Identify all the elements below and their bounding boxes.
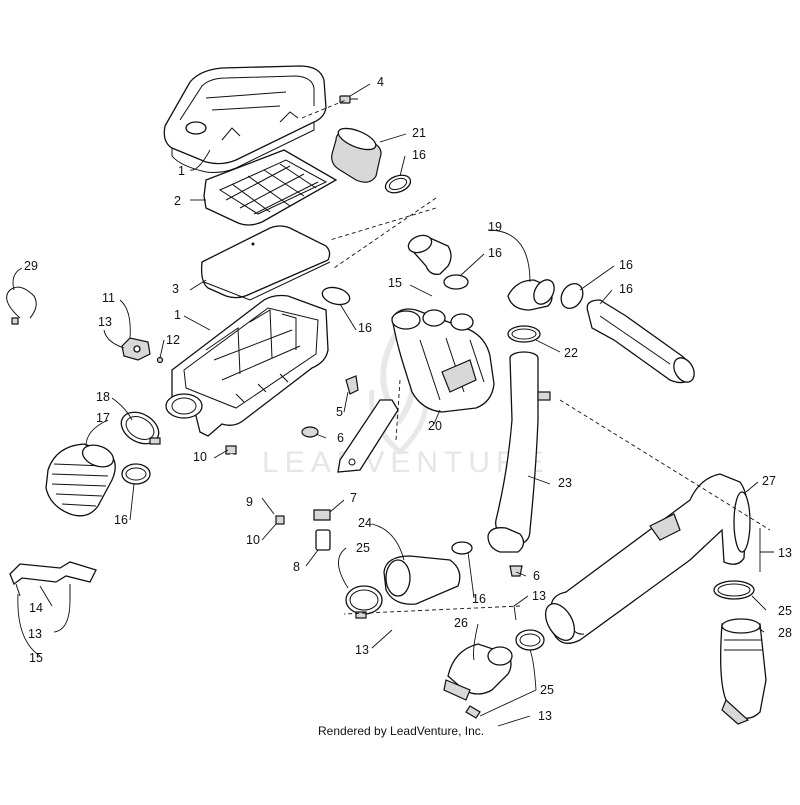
part-clamp-25c <box>515 629 545 651</box>
part-filter-element <box>200 225 331 301</box>
callout-labels: 1234211612911131219161516162216181710562… <box>24 75 792 723</box>
part-clamp-16c <box>443 274 469 290</box>
callout-label: 14 <box>29 601 43 615</box>
part-airbox-base <box>165 294 329 437</box>
callout-label: 27 <box>762 474 776 488</box>
leader-lines <box>12 83 774 727</box>
callout-label: 13 <box>98 315 112 329</box>
part-airbox-cover <box>163 65 327 173</box>
callout-label: 26 <box>454 616 468 630</box>
part-grommet-6b <box>509 565 523 577</box>
callout-label: 16 <box>412 148 426 162</box>
part-bracket-5 <box>345 375 359 395</box>
part-clamp-16d <box>560 283 584 309</box>
callout-label: 3 <box>172 282 179 296</box>
callout-label: 10 <box>246 533 260 547</box>
callout-label: 13 <box>28 627 42 641</box>
part-clamp-16b <box>121 463 151 485</box>
callout-label: 24 <box>358 516 372 530</box>
callout-label: 1 <box>178 164 185 178</box>
credit-text: Rendered by LeadVenture, Inc. <box>318 724 484 738</box>
callout-label: 21 <box>412 126 426 140</box>
part-funnel-24 <box>383 541 473 605</box>
callout-label: 7 <box>350 491 357 505</box>
callout-label: 6 <box>533 569 540 583</box>
callout-label: 16 <box>358 321 372 335</box>
callout-label: 17 <box>96 411 110 425</box>
callout-label: 10 <box>193 450 207 464</box>
part-clamp-16e <box>321 286 351 306</box>
part-drain-assembly <box>225 445 331 551</box>
callout-label: 13 <box>355 643 369 657</box>
part-breather-11 <box>121 337 164 364</box>
part-boot-17 <box>45 443 116 517</box>
callout-label: 16 <box>619 282 633 296</box>
callout-label: 15 <box>388 276 402 290</box>
part-bolt-13-lower <box>465 705 481 719</box>
part-manifold-20 <box>391 308 495 413</box>
part-elbow-19b <box>507 279 555 311</box>
part-duct-27 <box>544 473 751 644</box>
part-clamp-16a <box>384 174 412 194</box>
callout-label: 29 <box>24 259 38 273</box>
part-boot-26 <box>443 643 513 701</box>
part-filter-screen <box>203 149 338 226</box>
callout-label: 16 <box>619 258 633 272</box>
callout-label: 9 <box>246 495 253 509</box>
callout-label: 25 <box>540 683 554 697</box>
callout-label: 8 <box>293 560 300 574</box>
part-prefilter-21 <box>331 127 382 183</box>
part-clamp-25a <box>345 585 383 619</box>
callout-label: 12 <box>166 333 180 347</box>
callout-label: 23 <box>558 476 572 490</box>
callout-label: 25 <box>356 541 370 555</box>
watermark-text: LEADVENTURE <box>262 446 550 479</box>
part-duct-22 <box>586 299 695 384</box>
callout-label: 2 <box>174 194 181 208</box>
callout-label: 16 <box>472 592 486 606</box>
callout-label: 22 <box>564 346 578 360</box>
callout-label: 11 <box>102 291 115 305</box>
callout-label: 5 <box>336 405 343 419</box>
callout-label: 15 <box>29 651 43 665</box>
part-bracket-14 <box>9 561 97 600</box>
callout-label: 18 <box>96 390 110 404</box>
callout-label: 4 <box>377 75 384 89</box>
callout-label: 13 <box>778 546 792 560</box>
callout-label: 16 <box>488 246 502 260</box>
part-screw-4 <box>339 95 358 104</box>
part-grommet-6a <box>301 426 319 438</box>
callout-label: 13 <box>532 589 546 603</box>
callout-label: 28 <box>778 626 792 640</box>
callout-label: 1 <box>174 308 181 322</box>
callout-label: 25 <box>778 604 792 618</box>
part-elbow-19a <box>407 234 452 275</box>
part-clamp-18 <box>120 411 161 445</box>
part-tube-23 <box>487 351 551 553</box>
callout-label: 16 <box>114 513 128 527</box>
callout-label: 20 <box>428 419 442 433</box>
callout-label: 6 <box>337 431 344 445</box>
callout-label: 19 <box>488 220 502 234</box>
part-ring-29 <box>6 286 37 325</box>
callout-label: 13 <box>538 709 552 723</box>
part-clamp-16f <box>507 325 541 343</box>
part-clamp-25b <box>713 580 755 600</box>
part-boot-28 <box>720 618 767 725</box>
